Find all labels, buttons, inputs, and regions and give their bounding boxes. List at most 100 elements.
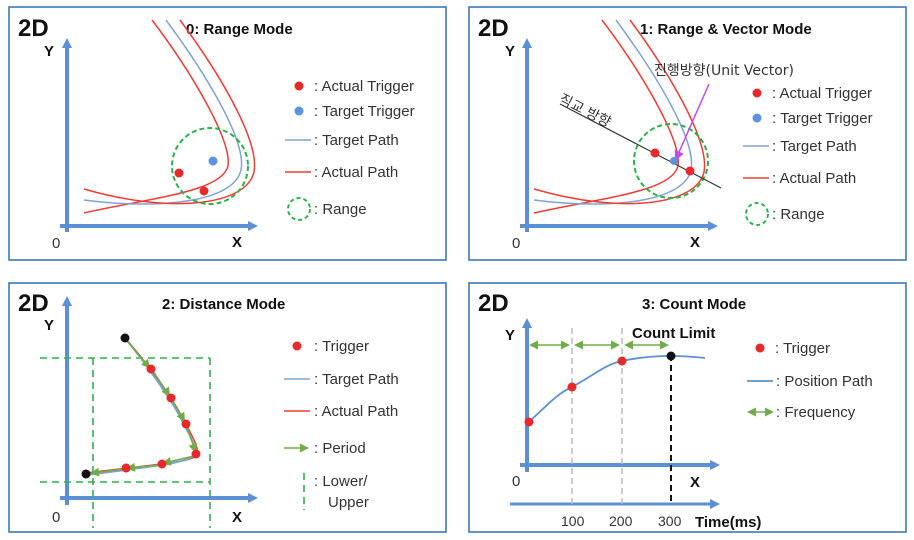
legend-target-trigger-marker	[752, 113, 762, 123]
legend-label: : Period	[314, 440, 366, 457]
panel-range-vector-mode: 2D 1: Range & Vector Mode Y X 0 진행방향(Uni…	[468, 6, 907, 261]
trigger-point	[567, 382, 577, 392]
period-arrow	[162, 455, 195, 466]
legend-label: : Position Path	[776, 373, 873, 390]
panel-title: 2: Distance Mode	[162, 296, 285, 313]
panel-count-mode: 2D 3: Count Mode Y X 0 Count Limit 100 2…	[468, 282, 907, 533]
panel-tag: 2D	[18, 290, 49, 317]
legend-label: : Target Path	[772, 138, 857, 155]
legend: : Trigger : Target Path : Actual Path : …	[284, 338, 399, 511]
actual-path-outer	[83, 19, 229, 214]
legend-actual-trigger-marker	[752, 88, 762, 98]
unit-vector-arrow	[674, 83, 710, 161]
legend-label: : Actual Trigger	[772, 85, 872, 102]
legend-label: : Range	[314, 201, 367, 218]
trigger-point	[524, 417, 534, 427]
origin-label: 0	[52, 509, 60, 526]
x-axis-label: X	[232, 234, 242, 251]
orthogonal-direction-line	[559, 103, 722, 189]
actual-trigger-point	[650, 148, 660, 158]
legend-actual-trigger-marker	[294, 81, 304, 91]
target-trigger-point	[208, 156, 218, 166]
start-point	[120, 333, 130, 343]
y-axis-label: Y	[505, 43, 515, 60]
legend-label: : Trigger	[775, 340, 830, 357]
legend-label: : Actual Path	[314, 164, 398, 181]
legend-label: : Target Path	[314, 371, 399, 388]
legend-trigger-marker	[292, 341, 302, 351]
trigger-point	[617, 356, 627, 366]
count-limit-label: Count Limit	[632, 325, 715, 342]
x-axis-label: X	[690, 474, 700, 491]
target-trigger-point	[670, 157, 678, 165]
x-axis-label: X	[690, 234, 700, 251]
y-axis-label: Y	[505, 327, 515, 344]
panel-border	[468, 282, 907, 533]
legend-label: : Target Path	[314, 132, 399, 149]
origin-label: 0	[52, 235, 60, 252]
panel-title: 1: Range & Vector Mode	[640, 21, 812, 38]
trigger-point	[166, 393, 176, 403]
end-point	[81, 469, 91, 479]
panel-border	[8, 282, 447, 533]
legend-label: : Lower/	[314, 473, 368, 490]
actual-path-inner	[83, 19, 256, 205]
legend-trigger-marker	[755, 343, 765, 353]
period-arrows	[90, 340, 198, 477]
actual-trigger-point	[685, 166, 695, 176]
range-circle	[171, 127, 249, 205]
period-arrow	[152, 370, 171, 397]
legend: : Trigger : Position Path : Frequency	[747, 340, 873, 421]
trigger-point	[121, 463, 131, 473]
trigger-point	[157, 459, 167, 469]
legend-label: : Target Trigger	[314, 103, 415, 120]
period-arrow	[126, 340, 151, 369]
period-arrow	[126, 462, 161, 472]
legend: : Actual Trigger : Target Trigger : Targ…	[285, 78, 415, 221]
legend-label: : Target Trigger	[772, 110, 873, 127]
time-tick-label: 100	[561, 513, 585, 529]
trigger-point	[146, 364, 156, 374]
panel-tag: 2D	[478, 15, 509, 42]
count-limit-point	[666, 351, 676, 361]
legend-label: : Trigger	[314, 338, 369, 355]
x-axis-label: X	[232, 509, 242, 526]
origin-label: 0	[512, 473, 520, 490]
legend-range-marker	[745, 202, 769, 226]
lower-upper-bounds	[40, 357, 211, 528]
y-axis-label: Y	[44, 317, 54, 334]
legend: : Actual Trigger : Target Trigger : Targ…	[743, 85, 873, 226]
legend-range-marker	[287, 197, 311, 221]
actual-trigger-point	[174, 168, 184, 178]
panel-tag: 2D	[478, 290, 509, 317]
panel-range-mode: 2D 0: Range Mode Y X 0 : Actual Trigger …	[8, 6, 447, 261]
legend-label: : Frequency	[776, 404, 856, 421]
legend-label: : Actual Path	[772, 170, 856, 187]
legend-label: : Range	[772, 206, 825, 223]
target-path	[83, 19, 243, 205]
period-arrow	[90, 467, 125, 477]
direction-label: 진행방향(Unit Vector)	[654, 63, 794, 79]
legend-label: : Actual Path	[314, 403, 398, 420]
period-arrow	[186, 425, 198, 453]
actual-trigger-point	[199, 186, 209, 196]
time-tick-label: 200	[609, 513, 633, 529]
origin-label: 0	[512, 235, 520, 252]
time-tick-label: 300	[658, 513, 682, 529]
actual-path-inner	[533, 19, 706, 205]
legend-target-trigger-marker	[294, 106, 304, 116]
time-axis-label: Time(ms)	[695, 514, 761, 531]
legend-label: Upper	[328, 494, 369, 511]
period-arrow	[171, 399, 186, 422]
panel-title: 3: Count Mode	[642, 296, 746, 313]
panel-distance-mode: 2D 2: Distance Mode Y X 0	[8, 282, 447, 533]
panel-title: 0: Range Mode	[186, 21, 293, 38]
panel-border	[8, 6, 447, 261]
trigger-point	[181, 419, 191, 429]
y-axis-label: Y	[44, 43, 54, 60]
panel-tag: 2D	[18, 15, 49, 42]
range-circle	[633, 123, 709, 199]
trigger-point	[191, 449, 201, 459]
legend-label: : Actual Trigger	[314, 78, 414, 95]
